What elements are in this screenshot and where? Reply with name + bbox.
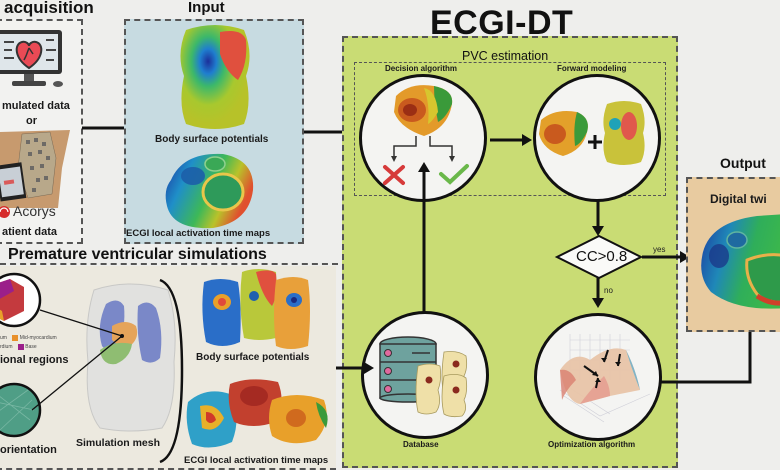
forward-heart-map bbox=[539, 111, 588, 156]
regions-heart-circle bbox=[0, 272, 42, 328]
check-icon bbox=[439, 164, 469, 185]
arrow-database-to-decision bbox=[418, 162, 430, 312]
sim-top-rule bbox=[0, 263, 338, 265]
simulation-mesh bbox=[86, 283, 176, 432]
plus-icon bbox=[588, 135, 602, 149]
input-ecgi-label: ECGI local activation time maps bbox=[126, 228, 271, 239]
cross-icon bbox=[383, 165, 405, 185]
main-title: ECGI-DT bbox=[430, 4, 574, 42]
or-label: or bbox=[26, 115, 37, 127]
decision-condition: CC>0.8 bbox=[576, 248, 628, 265]
legend-label: rdium bbox=[0, 344, 13, 350]
simulations-title: Premature ventricular simulations bbox=[8, 246, 267, 263]
digital-twin-label: Digital twi bbox=[710, 192, 767, 206]
orientation-label: orientation bbox=[0, 444, 57, 456]
pvc-estimation-title: PVC estimation bbox=[462, 49, 549, 63]
patient-data-label: atient data bbox=[2, 226, 58, 238]
forward-modeling-label: Forward modeling bbox=[557, 64, 627, 73]
arrow-decision-to-forward bbox=[490, 134, 532, 146]
decision-heart-map bbox=[394, 85, 453, 136]
legend-swatch-mid bbox=[12, 334, 19, 341]
no-label: no bbox=[604, 286, 613, 295]
arrow-yes-to-output bbox=[642, 251, 690, 263]
fiber-orientation-circle bbox=[0, 382, 42, 438]
input-bsp-label: Body surface potentials bbox=[155, 134, 269, 145]
digital-twin-heart-map bbox=[701, 214, 780, 309]
decision-branch-lines bbox=[391, 136, 455, 162]
monitor-heart-icon bbox=[0, 30, 63, 87]
regions-label: ional regions bbox=[0, 354, 69, 366]
optimization-label: Optimization algorithm bbox=[548, 440, 636, 449]
legend-label: um bbox=[0, 335, 7, 341]
heart-activation-map bbox=[165, 153, 254, 229]
mesh-label: Simulation mesh bbox=[76, 437, 161, 449]
pvc-inner-box bbox=[354, 62, 666, 196]
legend-row: um Mid-myocardium bbox=[0, 334, 57, 343]
sim-torso-maps bbox=[202, 269, 310, 349]
forward-torso-map bbox=[603, 101, 645, 165]
sim-bsp-label: Body surface potentials bbox=[196, 352, 310, 363]
bracket bbox=[159, 278, 184, 464]
legend-swatch-base bbox=[17, 343, 24, 350]
connector-lines bbox=[31, 309, 123, 411]
legend-label: Mid-myocardium bbox=[19, 335, 57, 341]
input-title: Input bbox=[188, 0, 225, 16]
simulated-data-label: mulated data bbox=[2, 100, 70, 112]
yes-label: yes bbox=[653, 245, 666, 254]
acquisition-title: acquisition bbox=[4, 0, 94, 17]
sim-ecgi-label: ECGI local activation time maps bbox=[184, 455, 329, 466]
torso-potential-map bbox=[180, 25, 250, 129]
arrow-forward-to-diamond bbox=[592, 200, 604, 236]
legend-label: Base bbox=[25, 344, 37, 350]
sim-activation-maps bbox=[186, 379, 328, 448]
optimization-surface-plot bbox=[559, 334, 651, 423]
decision-algorithm-label: Decision algorithm bbox=[385, 64, 458, 73]
acorys-logo-icon bbox=[0, 206, 10, 218]
output-title: Output bbox=[720, 155, 766, 171]
patient-photo bbox=[0, 130, 70, 208]
legend-row: rdium Base bbox=[0, 343, 57, 352]
database-label: Database bbox=[403, 440, 439, 449]
regions-legend: um Mid-myocardium rdium Base bbox=[0, 334, 57, 352]
database-torso-models bbox=[415, 351, 468, 418]
arrow-no-to-optimization bbox=[592, 278, 604, 308]
acorys-brand: Acorys bbox=[13, 203, 56, 219]
